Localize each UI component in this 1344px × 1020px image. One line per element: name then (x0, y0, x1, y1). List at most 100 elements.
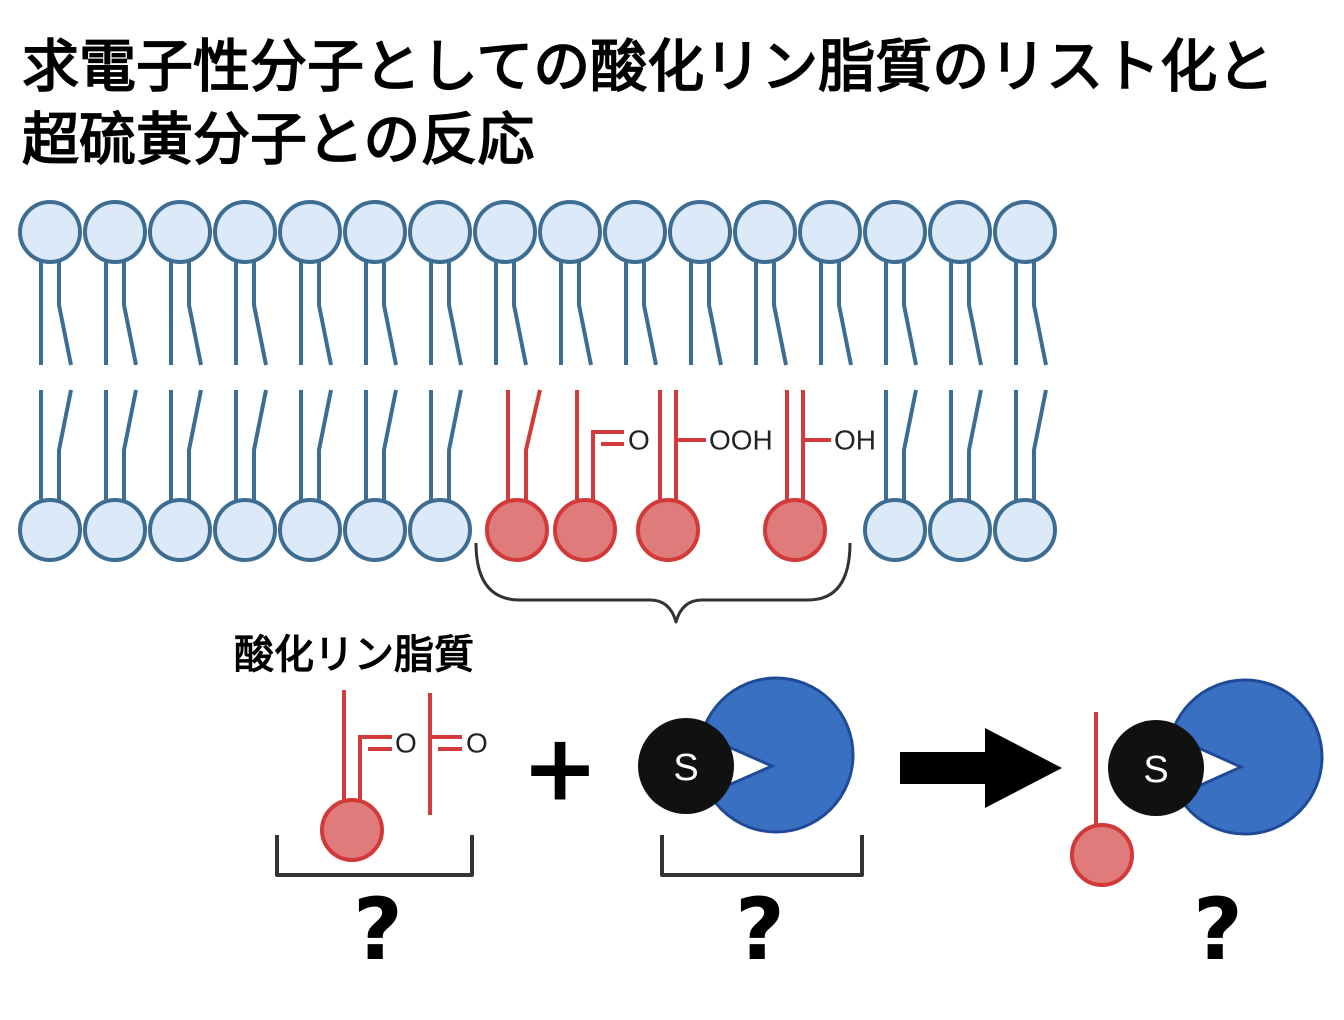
lower-leaflet-phospholipid (993, 389, 1057, 562)
lipid-bilayer (18, 200, 1057, 562)
lipid-head (148, 498, 212, 562)
lipid-head (408, 498, 472, 562)
lipid-head (863, 498, 927, 562)
lipid-tails (39, 262, 73, 366)
oxidized-lipid-head (636, 498, 700, 562)
unknown-product-question-mark: ? (1193, 880, 1243, 980)
unknown-lipid-question-mark: ? (353, 880, 403, 980)
lipid-head (928, 498, 992, 562)
curly-brace (474, 542, 852, 624)
upper-leaflet-phospholipid (733, 200, 797, 366)
upper-leaflet-phospholipid (798, 200, 862, 366)
oxidized-lipid-tails (658, 390, 706, 500)
lower-leaflet-phospholipid (83, 389, 147, 562)
title-line-1: 求電子性分子としての酸化リン脂質のリスト化と (22, 34, 1275, 100)
title-line-2: 超硫黄分子との反応 (22, 107, 535, 173)
upper-leaflet-phospholipid (603, 200, 667, 366)
lower-leaflet-phospholipid (278, 389, 342, 562)
lipid-tails (429, 389, 463, 500)
unknown-persulfide-question-mark: ? (735, 880, 785, 980)
oxidized-phospholipid-1 (485, 389, 549, 562)
oxidized-phospholipid-carbonyl: O (553, 390, 650, 562)
upper-leaflet-phospholipid (928, 200, 992, 366)
lipid-tails (689, 262, 723, 366)
upper-leaflet-phospholipid (993, 200, 1057, 366)
product-lipid-head (1070, 823, 1134, 887)
lipid-head (343, 498, 407, 562)
reactant-lipid-head (320, 798, 384, 862)
hydroperoxide-label: OOH (709, 425, 773, 456)
lipid-tails (949, 389, 983, 500)
lipid-tails (884, 262, 918, 366)
lipid-head (278, 498, 342, 562)
lipid-head (18, 498, 82, 562)
upper-leaflet-phospholipid (148, 200, 212, 366)
lipid-tails (624, 262, 658, 366)
reactant-carbonyl-label-2: O (466, 728, 488, 759)
lipid-head (863, 200, 927, 264)
reactant-carbonyl-label-1: O (395, 728, 417, 759)
lipid-tails (884, 389, 918, 500)
carbonyl-label: O (628, 425, 650, 456)
lipid-head (343, 200, 407, 264)
lipid-tails (169, 389, 203, 500)
lipid-head (538, 200, 602, 264)
lipid-tails (364, 262, 398, 366)
oxidized-lipid-tails (575, 390, 624, 500)
lipid-head (473, 200, 537, 264)
lipid-tails (364, 389, 398, 500)
lipid-head (213, 200, 277, 264)
lower-leaflet-phospholipid (408, 389, 472, 562)
lipid-tails (104, 389, 138, 500)
lipid-head (213, 498, 277, 562)
lipid-tails (234, 389, 268, 500)
lower-leaflet-phospholipid (213, 389, 277, 562)
reaction-product: S (1070, 678, 1324, 887)
upper-leaflet-phospholipid (863, 200, 927, 366)
oxidized-lipid-tails (785, 390, 831, 500)
product-sulfur-atom (1108, 720, 1204, 816)
lipid-tails (429, 262, 463, 366)
lipid-tails (104, 262, 138, 366)
lipid-head (668, 200, 732, 264)
upper-leaflet-phospholipid (278, 200, 342, 366)
plus-sign: + (521, 715, 598, 822)
upper-leaflet-phospholipid (538, 200, 602, 366)
aldehyde-fragment (428, 693, 462, 815)
lipid-tails (234, 262, 268, 366)
lipid-head (928, 200, 992, 264)
product-sulfur-label: S (1143, 749, 1168, 791)
lipid-tails (299, 389, 333, 500)
lipid-tails (819, 262, 853, 366)
upper-leaflet-phospholipid (408, 200, 472, 366)
reaction-arrow (900, 728, 1062, 808)
lipid-tails (559, 262, 593, 366)
upper-leaflet-phospholipid (18, 200, 82, 366)
lipid-head (733, 200, 797, 264)
lower-leaflet-phospholipid (18, 389, 82, 562)
lower-leaflet-phospholipid (148, 389, 212, 562)
upper-leaflet-phospholipid (83, 200, 147, 366)
lipid-tails (39, 389, 73, 500)
persulfide-bracket (660, 835, 864, 877)
reactant-lipid-bracket (275, 835, 474, 877)
lipid-head (18, 200, 82, 264)
lipid-tails (754, 262, 788, 366)
lipid-head (993, 498, 1057, 562)
oxidized-lipid-head (763, 498, 827, 562)
sulfur-atom (638, 718, 734, 814)
lower-leaflet-phospholipid (863, 389, 927, 562)
oxidized-phospholipid-hydroperoxide: OOH (636, 390, 773, 562)
lower-leaflet-phospholipid (343, 389, 407, 562)
hydroxyl-label: OH (834, 425, 876, 456)
lipid-head (83, 200, 147, 264)
lipid-head (993, 200, 1057, 264)
reactant-lipid-tails (342, 690, 392, 800)
lipid-tails (299, 262, 333, 366)
lipid-head (83, 498, 147, 562)
lipid-tails (169, 262, 203, 366)
lipid-head (603, 200, 667, 264)
upper-leaflet-phospholipid (473, 200, 537, 366)
lipid-tails (494, 262, 528, 366)
oxidized-lipid-tails (506, 389, 542, 500)
